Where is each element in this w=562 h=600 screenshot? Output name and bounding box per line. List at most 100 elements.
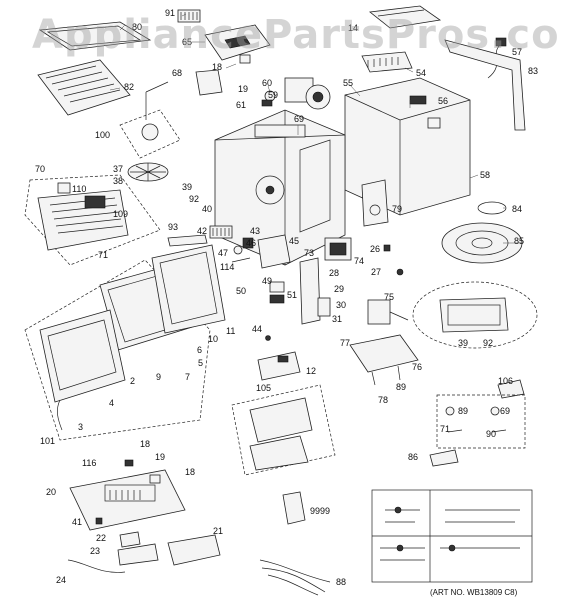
part-14 [369,5,442,29]
callout-21: 21 [213,526,223,536]
callout-92: 92 [189,194,199,204]
callout-90: 90 [486,429,496,439]
part-93 [167,234,208,247]
callout-50: 50 [236,286,246,296]
callout-68: 68 [172,68,182,78]
detail-box-39-92 [412,281,538,349]
part-23 [117,543,159,566]
callout-93: 93 [168,222,178,232]
callout-24: 24 [56,575,66,585]
callout-82: 82 [124,82,134,92]
callout-109: 109 [113,209,128,219]
callout-14: 14 [348,23,358,33]
callout-101: 101 [40,436,55,446]
callout-47: 47 [218,248,228,258]
callout-46: 46 [246,238,256,248]
callout-86: 86 [408,452,418,462]
callout-77: 77 [340,338,350,348]
callout-44: 44 [252,324,262,334]
callout-39-b: 39 [458,338,468,348]
callout-4: 4 [109,398,114,408]
callout-84: 84 [512,204,522,214]
part-switches [269,257,331,325]
watermark-logo: AppliancePartsPros.com [32,12,562,58]
part-54 [361,51,413,73]
hardware-box [436,394,526,449]
callout-23: 23 [90,546,100,556]
callout-9999: 9999 [310,506,330,516]
callout-49: 49 [262,276,272,286]
part-12-board [257,335,301,381]
part-45-46-components [231,234,291,269]
callout-105: 105 [256,383,271,393]
callout-38: 38 [113,176,123,186]
callout-71: 71 [98,250,108,260]
part-68 [195,69,223,96]
door-assembly [24,244,226,441]
part-76-frame [349,334,419,386]
callout-89-b: 89 [458,406,468,416]
part-100-turntable-support [119,81,181,159]
part-59-fan-motor [284,77,331,110]
part-80-frame [38,21,152,51]
callout-83: 83 [528,66,538,76]
part-37-roller-ring [127,162,169,182]
callout-11: 11 [226,326,235,336]
callout-31: 31 [332,314,342,324]
callout-89: 89 [396,382,406,392]
part-91-vent [177,9,201,23]
callout-9: 9 [156,372,161,382]
part-41 [95,517,103,525]
part-75-motor [367,299,409,325]
callout-labels: 91 80 65 18 60 14 57 83 82 68 19 59 61 5… [35,8,538,587]
callout-92-b: 92 [483,338,493,348]
callout-60: 60 [262,78,272,88]
callout-80: 80 [132,22,142,32]
callout-74: 74 [354,256,364,266]
part-24-wire [67,559,126,573]
callout-114: 114 [220,262,234,272]
callout-22: 22 [96,533,106,543]
leader-lines [109,13,522,244]
callout-106: 106 [498,376,513,386]
art-number-note: (ART NO. WB13809 C8) [430,588,518,597]
callout-3: 3 [78,422,83,432]
callout-7: 7 [185,372,190,382]
callout-76: 76 [412,362,422,372]
callout-65: 65 [182,37,192,47]
callout-6: 6 [197,345,202,355]
part-65-bracket [204,24,271,64]
callout-75: 75 [384,292,394,302]
callout-55: 55 [343,78,353,88]
callout-100: 100 [95,130,110,140]
callout-28: 28 [329,268,339,278]
part-58-outer-case [344,77,471,216]
part-42 [209,225,233,239]
part-86-kit [371,449,533,583]
part-73-transformer [324,237,352,261]
part-20-bottom-tray [69,459,186,531]
callout-61: 61 [236,100,246,110]
callout-37: 37 [113,164,123,174]
callout-73: 73 [304,248,314,258]
part-82-grille [37,59,131,116]
callout-42: 42 [197,226,207,236]
callout-88: 88 [336,577,346,587]
callout-18: 18 [212,62,222,72]
part-79-board [361,179,389,227]
callout-69: 69 [294,114,304,124]
part-60 [261,90,276,107]
part-71-grille-assembly [24,174,161,266]
callout-78: 78 [378,395,388,405]
callout-2: 2 [130,376,135,386]
callout-85: 85 [514,236,524,246]
callout-19-b: 19 [155,452,165,462]
callout-69-b: 69 [500,406,510,416]
callout-26: 26 [370,244,380,254]
callout-12: 12 [306,366,316,376]
part-83-bracket [444,39,526,131]
callout-56: 56 [438,96,448,106]
callout-30: 30 [336,300,346,310]
part-106 [497,379,525,399]
